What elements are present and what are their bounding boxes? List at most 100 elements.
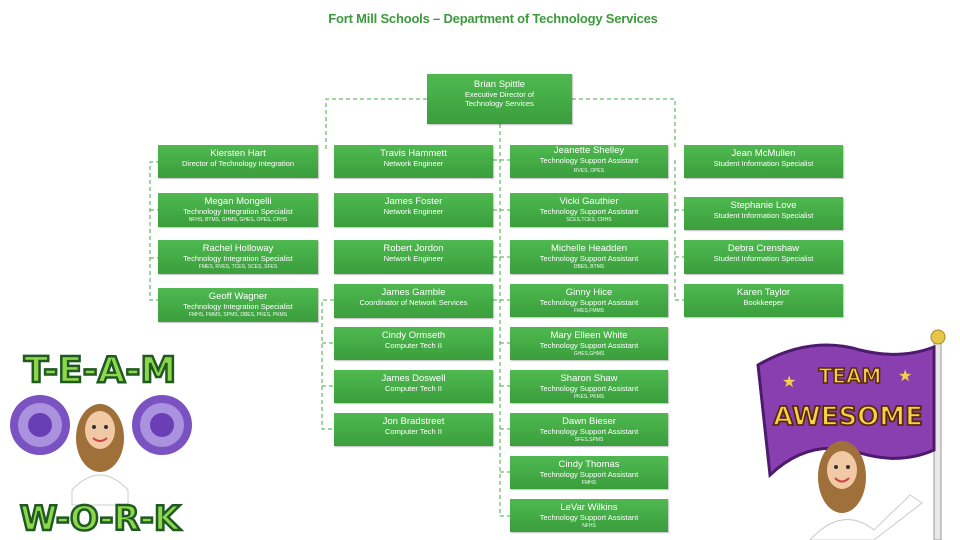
col3-schools: FMHS	[581, 480, 597, 486]
chart-title: Fort Mill Schools – Department of Techno…	[328, 11, 658, 26]
col3-name: Michelle Headden	[550, 243, 628, 254]
col2-name: James Gamble	[381, 287, 446, 298]
col3-schools: SFES,SPMS	[574, 437, 604, 443]
col3-name: Sharon Shaw	[560, 373, 618, 384]
col4-box-1: Jean McMullen Student Information Specia…	[684, 145, 843, 178]
col3-role: Technology Support Assistant	[539, 384, 639, 393]
col3-schools: NFHS	[582, 523, 596, 529]
col3-name: Mary Elleen White	[550, 330, 628, 341]
col3-schools: SCES,TCES, CRHS	[566, 217, 612, 223]
col1-name: Megan Mongelli	[204, 196, 272, 207]
col2-role: Coordinator of Network Services	[359, 298, 468, 307]
col3-role: Technology Support Assistant	[539, 298, 639, 307]
col4-name: Stephanie Love	[730, 200, 797, 211]
col1-schools: FMHS, FMMS, SPMS, DBES, PKES, PKMS	[188, 312, 288, 318]
col4-role: Bookkeeper	[743, 298, 784, 307]
col2-role: Computer Tech II	[385, 427, 442, 436]
col2-box-7: Jon Bradstreet Computer Tech II	[334, 413, 493, 446]
team-lettering: T-E-A-M	[24, 350, 176, 391]
col4-box-3: Debra Crenshaw Student Information Speci…	[684, 240, 843, 274]
col3-box-3: Michelle Headden Technology Support Assi…	[510, 240, 668, 274]
col3-box-6: Sharon Shaw Technology Support Assistant…	[510, 370, 668, 403]
purple-flag	[756, 343, 936, 479]
col1-schools: FMES, RVES, TCES, SCES, SFES	[198, 264, 278, 270]
col3-box-2: Vicki Gauthier Technology Support Assist…	[510, 193, 668, 227]
flag-team-text: TEAM	[819, 364, 882, 388]
col2-role: Network Engineer	[383, 159, 444, 168]
col3-role: Technology Support Assistant	[539, 254, 639, 263]
avatar-cheerleader-icon	[71, 404, 129, 506]
col3-schools: RVES, OPES	[573, 168, 605, 174]
director-box: Brian Spittle Executive Director of Tech…	[427, 74, 572, 124]
col2-box-6: James Doswell Computer Tech II	[334, 370, 493, 403]
col3-box-7: Dawn Bieser Technology Support Assistant…	[510, 413, 668, 446]
col1-schools: NFHS, BTMS, GHMS, GHES, OPES, CRHS	[188, 217, 288, 223]
flag-pole-finial	[930, 329, 946, 345]
col3-box-1: Jeanette Shelley Technology Support Assi…	[510, 145, 668, 178]
team-awesome-flag-illustration: ★ ★ TEAM AWESOME	[756, 329, 946, 540]
col2-role: Network Engineer	[383, 254, 444, 263]
col3-role: Technology Support Assistant	[539, 341, 639, 350]
col3-schools: DBES, BTMS	[573, 264, 605, 270]
pom-pom-left-icon	[10, 395, 70, 455]
flag-awesome-text: AWESOME	[773, 402, 923, 432]
col3-name: Jeanette Shelley	[553, 145, 625, 156]
director-name: Brian Spittle	[473, 79, 526, 90]
col4-role: Student Information Specialist	[713, 159, 814, 168]
pom-pom-right-icon	[132, 395, 192, 455]
col4-name: Debra Crenshaw	[727, 243, 800, 254]
col2-box-4: James Gamble Coordinator of Network Serv…	[334, 284, 493, 318]
col3-box-8: Cindy Thomas Technology Support Assistan…	[510, 456, 668, 489]
star-icon: ★	[898, 368, 912, 385]
col1-box-3: Rachel Holloway Technology Integration S…	[158, 240, 318, 274]
col1-box-4: Geoff Wagner Technology Integration Spec…	[158, 288, 318, 322]
col3-schools: GHES,GHMS	[573, 351, 605, 357]
col3-box-5: Mary Elleen White Technology Support Ass…	[510, 327, 668, 360]
col1-box-2: Megan Mongelli Technology Integration Sp…	[158, 193, 318, 227]
col4-name: Karen Taylor	[736, 287, 791, 298]
col2-box-2: James Foster Network Engineer	[334, 193, 493, 227]
col3-box-4: Ginny Hice Technology Support Assistant …	[510, 284, 668, 317]
teamwork-cheer-illustration: T-E-A-M W-O-R-K	[10, 349, 192, 540]
col3-role: Technology Support Assistant	[539, 156, 639, 165]
col2-box-3: Robert Jordon Network Engineer	[334, 240, 493, 274]
director-role: Executive Director of Technology Service…	[464, 90, 535, 108]
col2-box-1: Travis Hammett Network Engineer	[334, 145, 493, 178]
col1-name: Kiersten Hart	[210, 148, 266, 159]
col3-role: Technology Support Assistant	[539, 513, 639, 522]
col3-schools: PKES, PKMS	[573, 394, 605, 400]
col2-name: Travis Hammett	[380, 148, 447, 159]
col3-name: Ginny Hice	[565, 287, 613, 298]
col4-role: Student Information Specialist	[713, 254, 814, 263]
col3-box-9: LeVar Wilkins Technology Support Assista…	[510, 499, 668, 532]
col3-name: Vicki Gauthier	[559, 196, 619, 207]
col1-box-1: Kiersten Hart Director of Technology Int…	[158, 145, 318, 178]
col2-name: James Foster	[384, 196, 443, 207]
col4-name: Jean McMullen	[731, 148, 796, 159]
col1-role: Technology Integration Specialist	[183, 254, 293, 263]
col2-name: Robert Jordon	[383, 243, 444, 254]
col2-name: Jon Bradstreet	[382, 416, 445, 427]
col1-role: Technology Integration Specialist	[183, 207, 293, 216]
col2-box-5: Cindy Ormseth Computer Tech II	[334, 327, 493, 360]
col3-name: Dawn Bieser	[562, 416, 616, 427]
col1-role: Technology Integration Specialist	[183, 302, 293, 311]
col3-name: Cindy Thomas	[558, 459, 620, 470]
col3-role: Technology Support Assistant	[539, 427, 639, 436]
col1-name: Geoff Wagner	[208, 291, 268, 302]
col4-role: Student Information Specialist	[713, 211, 814, 220]
col3-role: Technology Support Assistant	[539, 470, 639, 479]
col2-role: Computer Tech II	[385, 384, 442, 393]
col2-name: James Doswell	[381, 373, 446, 384]
col2-role: Computer Tech II	[385, 341, 442, 350]
col4-box-2: Stephanie Love Student Information Speci…	[684, 197, 843, 230]
col1-name: Rachel Holloway	[202, 243, 274, 254]
col1-role: Director of Technology Integration	[181, 159, 294, 168]
col3-name: LeVar Wilkins	[560, 502, 618, 513]
avatar-flag-holder-icon	[809, 441, 923, 540]
work-lettering: W-O-R-K	[20, 499, 182, 539]
star-icon: ★	[782, 374, 796, 391]
col4-box-4: Karen Taylor Bookkeeper	[684, 284, 843, 317]
col2-name: Cindy Ormseth	[381, 330, 446, 341]
